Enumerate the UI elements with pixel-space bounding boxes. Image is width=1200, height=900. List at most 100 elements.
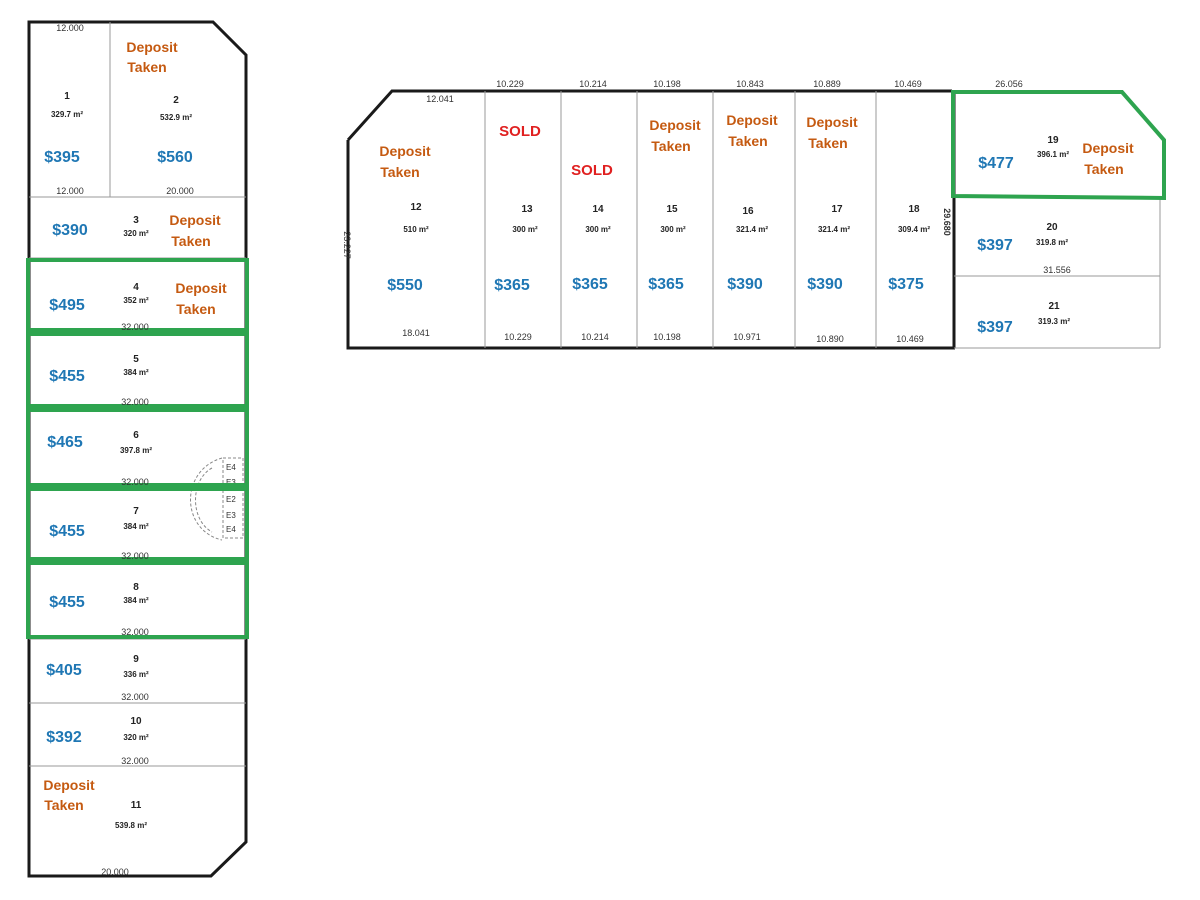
- dimension-label: 10.229: [504, 332, 532, 342]
- lot-9[interactable]: $405 9 336 m²: [46, 654, 149, 679]
- lot-15[interactable]: Deposit Taken 15 300 m² $365: [648, 117, 701, 293]
- lot-number: 16: [742, 206, 754, 217]
- lot-3[interactable]: $390 3 320 m² Deposit Taken: [52, 212, 221, 249]
- dimension-label: 32.000: [121, 692, 149, 702]
- lot-price: $495: [49, 297, 85, 314]
- lot-number: 13: [521, 204, 533, 215]
- lot-10[interactable]: $392 10 320 m²: [46, 716, 149, 746]
- lot-20[interactable]: $397 20 319.8 m²: [977, 222, 1068, 254]
- left-block-outline: [27, 20, 248, 878]
- easement-label: E4: [226, 463, 236, 472]
- lot-21[interactable]: $397 21 319.3 m²: [977, 301, 1070, 336]
- lot-price: $365: [648, 276, 684, 293]
- lot-status: Taken: [171, 233, 210, 249]
- lot-number: 17: [831, 204, 843, 215]
- lot-number: 21: [1048, 301, 1060, 312]
- lot-7[interactable]: $455 7 384 m²: [49, 506, 149, 540]
- lot-status: Deposit: [175, 280, 227, 296]
- lot-11[interactable]: Deposit Taken 11 539.8 m²: [43, 777, 147, 830]
- dimension-label: 26.056: [995, 79, 1023, 89]
- lot-19[interactable]: $477 19 396.1 m² Deposit Taken: [978, 135, 1134, 177]
- lot-status: Deposit: [726, 112, 778, 128]
- dimension-label: 32.000: [121, 477, 149, 487]
- lot-price: $465: [47, 434, 83, 451]
- lot-price: $455: [49, 523, 85, 540]
- lot-price: $392: [46, 729, 82, 746]
- lot-number: 6: [133, 430, 139, 441]
- dimension-label: 10.469: [896, 334, 924, 344]
- lot-price: $477: [978, 155, 1014, 172]
- easement-arc: [190, 457, 223, 541]
- lot-2[interactable]: Deposit Taken 2 532.9 m² $560: [126, 39, 193, 166]
- dimension-label: 10.843: [736, 79, 764, 89]
- lot-area: 539.8 m²: [115, 821, 147, 830]
- lot-status: Taken: [176, 301, 215, 317]
- dimension-label: 10.229: [496, 79, 524, 89]
- highlight-lot-4: [26, 258, 249, 332]
- lot-price: $365: [494, 277, 530, 294]
- lot-6[interactable]: $465 6 397.8 m²: [47, 430, 152, 455]
- lot-area: 352 m²: [123, 296, 149, 305]
- easement-label: E3: [226, 478, 236, 487]
- dimension-label: 29.680: [942, 208, 952, 236]
- lot-16[interactable]: Deposit Taken 16 321.4 m² $390: [726, 112, 778, 293]
- dimension-label: 10.214: [581, 332, 609, 342]
- lot-price: $395: [44, 149, 80, 166]
- dimension-label: 18.041: [402, 328, 430, 338]
- right-block: 10.229 10.214 10.198 10.843 10.889 10.46…: [342, 79, 1166, 350]
- dimension-label: 31.556: [1043, 265, 1071, 275]
- lot-number: 12: [410, 202, 422, 213]
- lot-price: $390: [807, 276, 843, 293]
- lot-12[interactable]: Deposit Taken 12 510 m² $550: [379, 143, 431, 294]
- lot-17[interactable]: Deposit Taken 17 321.4 m² $390: [806, 114, 858, 293]
- lot-number: 15: [666, 204, 678, 215]
- dimension-label: 12.000: [56, 23, 84, 33]
- lot-area: 532.9 m²: [160, 113, 192, 122]
- dimension-label: 32.000: [121, 756, 149, 766]
- dimension-label: 23.227: [342, 231, 352, 259]
- lot-area: 384 m²: [123, 522, 149, 531]
- lot-status: Taken: [728, 133, 767, 149]
- lot-status: Taken: [44, 797, 83, 813]
- lot-14[interactable]: SOLD 14 300 m² $365: [571, 162, 613, 293]
- lot-number: 14: [592, 204, 604, 215]
- lot-number: 19: [1047, 135, 1059, 146]
- lot-price: $365: [572, 276, 608, 293]
- lot-4[interactable]: $495 4 352 m² Deposit Taken: [49, 280, 227, 317]
- lot-number: 9: [133, 654, 139, 665]
- highlight-lot-8: [26, 561, 249, 639]
- lot-number: 20: [1046, 222, 1058, 233]
- lot-status: Taken: [1084, 161, 1123, 177]
- lot-area: 329.7 m²: [51, 110, 83, 119]
- lot-area: 300 m²: [512, 225, 538, 234]
- lot-status: SOLD: [571, 162, 613, 179]
- lot-status: Deposit: [806, 114, 858, 130]
- lot-status: Deposit: [1082, 140, 1134, 156]
- dimension-label: 32.000: [121, 322, 149, 332]
- lot-number: 18: [908, 204, 920, 215]
- easement-label: E4: [226, 525, 236, 534]
- lot-number: 10: [130, 716, 142, 727]
- lot-13[interactable]: SOLD 13 300 m² $365: [494, 123, 541, 294]
- highlight-lot-5: [26, 332, 249, 408]
- lot-5[interactable]: $455 5 384 m²: [49, 354, 149, 385]
- lot-area: 319.8 m²: [1036, 238, 1068, 247]
- lot-number: 11: [131, 800, 142, 811]
- lot-price: $455: [49, 368, 85, 385]
- dimension-label: 10.889: [813, 79, 841, 89]
- lot-18[interactable]: 18 309.4 m² $375: [888, 204, 930, 293]
- lot-1[interactable]: 1 329.7 m² $395: [44, 91, 83, 166]
- lot-area: 321.4 m²: [736, 225, 768, 234]
- lot-price: $397: [977, 237, 1013, 254]
- lot-8[interactable]: $455 8 384 m²: [49, 582, 149, 611]
- lot-area: 397.8 m²: [120, 446, 152, 455]
- lot-number: 1: [64, 91, 70, 102]
- dimension-label: 32.000: [121, 551, 149, 561]
- lot-area: 321.4 m²: [818, 225, 850, 234]
- lot-status: Deposit: [43, 777, 95, 793]
- dimension-label: 10.971: [733, 332, 761, 342]
- dimension-label: 20.000: [166, 186, 194, 196]
- lot-area: 396.1 m²: [1037, 150, 1069, 159]
- dimension-label: 10.214: [579, 79, 607, 89]
